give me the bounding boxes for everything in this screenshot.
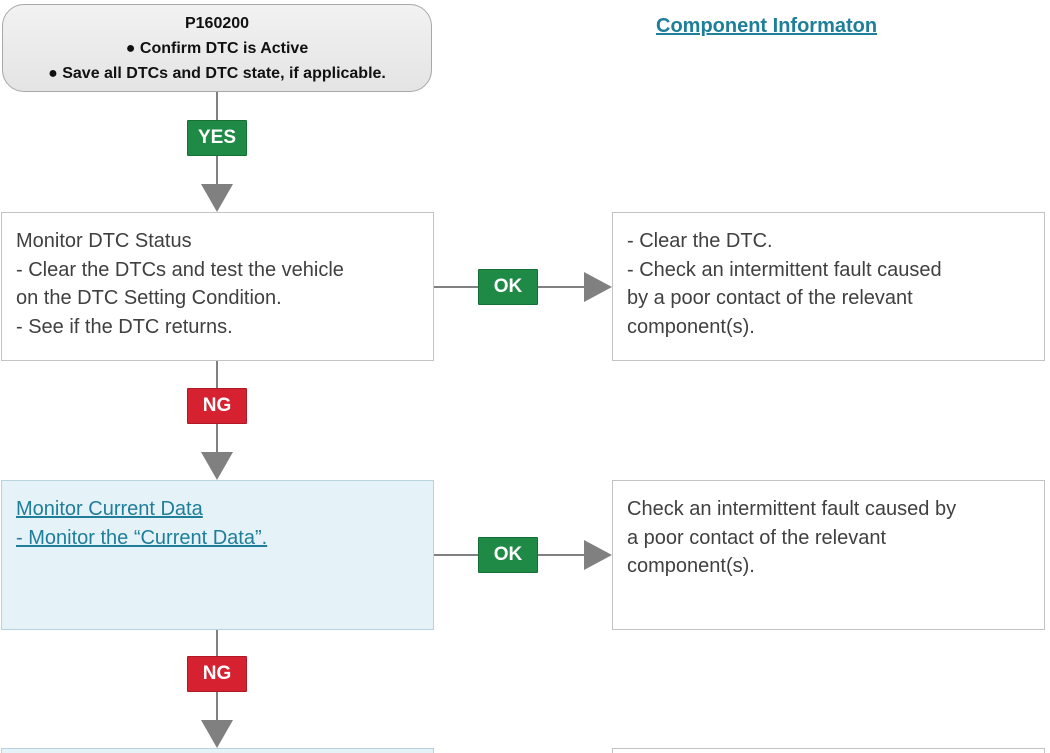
- result2-line: component(s).: [627, 555, 755, 577]
- arrow-down-icon: [201, 184, 233, 212]
- intermittent-fault-result-box: Check an intermittent fault caused by a …: [612, 480, 1045, 630]
- step1-line: - See if the DTC returns.: [16, 315, 233, 338]
- step1-line: on the DTC Setting Condition.: [16, 287, 282, 309]
- ok-badge: OK: [478, 537, 538, 573]
- arrow-down-icon: [201, 720, 233, 748]
- ng-badge: NG: [187, 656, 247, 692]
- next-step-box-partial: [1, 748, 434, 753]
- monitor-current-data-link[interactable]: Monitor Current Data: [16, 498, 203, 520]
- monitor-dtc-status-box: Monitor DTC Status - Clear the DTCs and …: [1, 212, 434, 361]
- yes-badge: YES: [187, 120, 247, 156]
- result2-line: Check an intermittent fault caused by: [627, 498, 957, 520]
- result2-line: a poor contact of the relevant: [627, 526, 887, 549]
- confirm-dtc-item: ● Confirm DTC is Active: [125, 39, 309, 57]
- result1-line: - Clear the DTC.: [627, 230, 773, 252]
- result1-line: - Check an intermittent fault caused: [627, 258, 942, 281]
- monitor-current-data-box: Monitor Current Data - Monitor the “Curr…: [1, 480, 434, 630]
- arrow-right-icon: [584, 272, 612, 302]
- component-information-link[interactable]: Component Informaton: [656, 15, 878, 37]
- ng-badge: NG: [187, 388, 247, 424]
- result1-line: component(s).: [627, 315, 755, 338]
- next-result-box-partial: [612, 748, 1045, 753]
- save-dtcs-item: ● Save all DTCs and DTC state, if applic…: [48, 64, 386, 82]
- dtc-code: P160200: [184, 14, 250, 32]
- result1-line: by a poor contact of the relevant: [627, 287, 913, 309]
- arrow-down-icon: [201, 452, 233, 480]
- step1-title: Monitor DTC Status: [16, 230, 192, 252]
- ok-badge: OK: [478, 269, 538, 305]
- arrow-right-icon: [584, 540, 612, 570]
- monitor-current-data-sublink[interactable]: - Monitor the “Current Data”.: [16, 526, 268, 549]
- clear-dtc-result-box: - Clear the DTC. - Check an intermittent…: [612, 212, 1045, 361]
- start-terminator: P160200 ● Confirm DTC is Active ● Save a…: [2, 4, 432, 92]
- step1-line: - Clear the DTCs and test the vehicle: [16, 258, 344, 281]
